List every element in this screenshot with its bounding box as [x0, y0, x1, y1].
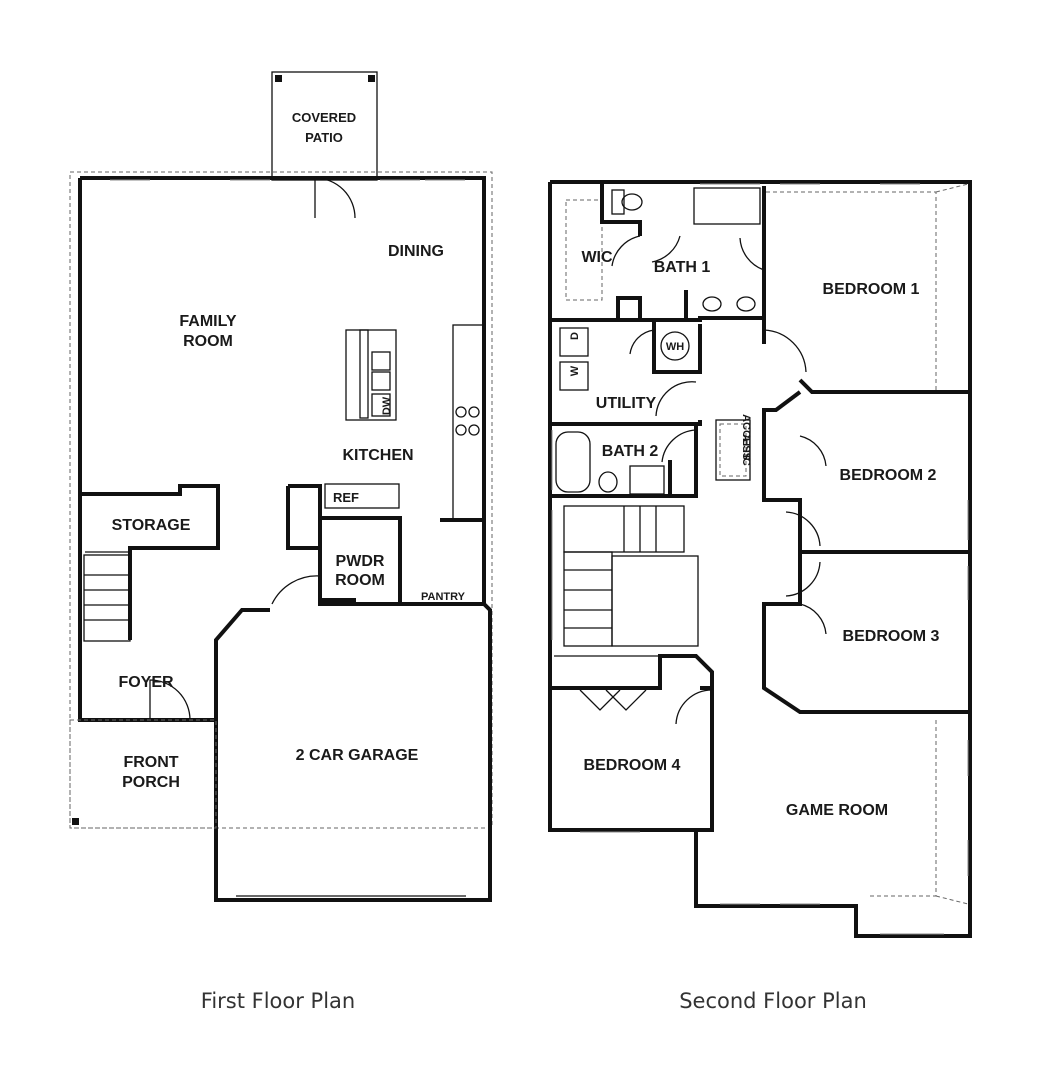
second-floor-plan: WIC BATH 1 BEDROOM 1 WH W D UTILITY ATTI… [548, 180, 972, 938]
wic-label: WIC [581, 249, 613, 266]
kitchen-label: KITCHEN [342, 447, 413, 464]
bath2-sink [629, 465, 665, 495]
kitchen-counter [452, 324, 484, 521]
second-floor-stairs [563, 505, 699, 647]
bath1-toilet [621, 193, 643, 211]
bath-2-label: BATH 2 [602, 443, 659, 460]
kitchen-island [345, 329, 397, 421]
bedroom-4-label: BEDROOM 4 [584, 757, 681, 774]
kitchen-sink [371, 351, 391, 371]
dishwasher-label: DW [381, 396, 393, 415]
water-heater-label: WH [666, 341, 684, 353]
first-floor-caption: First Floor Plan [201, 989, 355, 1013]
first-floor-roofline [69, 171, 493, 829]
bedroom-3-label: BEDROOM 3 [843, 628, 940, 645]
covered-patio-label-line2: PATIO [305, 130, 343, 145]
bedroom-1-label: BEDROOM 1 [823, 281, 920, 298]
second-floor-exterior-wall [548, 180, 972, 938]
bath2-toilet [598, 471, 618, 493]
pantry-label: PANTRY [421, 591, 466, 603]
foyer-label: FOYER [118, 674, 174, 691]
dryer-label: D [569, 332, 581, 340]
attic-access-label-line2: ACCESS [740, 414, 752, 460]
dining-label: DINING [388, 243, 444, 260]
second-floor-caption: Second Floor Plan [679, 989, 867, 1013]
powder-room-label-line1: PWDR [336, 553, 385, 570]
powder-room-label-line2: ROOM [335, 572, 385, 589]
front-door-swing [149, 679, 191, 721]
covered-patio-outline [271, 71, 378, 181]
water-heater [660, 331, 690, 361]
pwdr-door-swing [271, 575, 321, 605]
front-porch-label-line2: PORCH [122, 774, 180, 791]
front-porch-outline [69, 719, 217, 829]
front-porch-label-line1: FRONT [123, 754, 178, 771]
covered-patio-label-line1: COVERED [292, 110, 356, 125]
first-floor-stairs [83, 554, 131, 642]
first-floor-exterior-wall [80, 176, 486, 604]
washer-label: W [569, 365, 581, 376]
bath-1-label: BATH 1 [654, 259, 711, 276]
garage-label: 2 CAR GARAGE [296, 747, 419, 764]
storage-label: STORAGE [112, 517, 191, 534]
refrigerator-label: REF [333, 490, 359, 505]
patio-door-swing [314, 177, 356, 219]
utility-label: UTILITY [596, 395, 657, 412]
family-room-label-line1: FAMILY [179, 313, 237, 330]
family-room-label-line2: ROOM [183, 333, 233, 350]
bath1-shower [693, 187, 761, 225]
bath2-tub [555, 431, 591, 493]
garage-wall [214, 602, 492, 902]
first-floor-plan: COVERED PATIO DINING FAMILY ROOM KITCHEN… [69, 71, 493, 902]
game-room-label: GAME ROOM [786, 802, 888, 819]
bedroom-2-label: BEDROOM 2 [840, 467, 937, 484]
attic-access-label-line1: ATTIC [740, 434, 752, 466]
attic-access [715, 419, 751, 481]
